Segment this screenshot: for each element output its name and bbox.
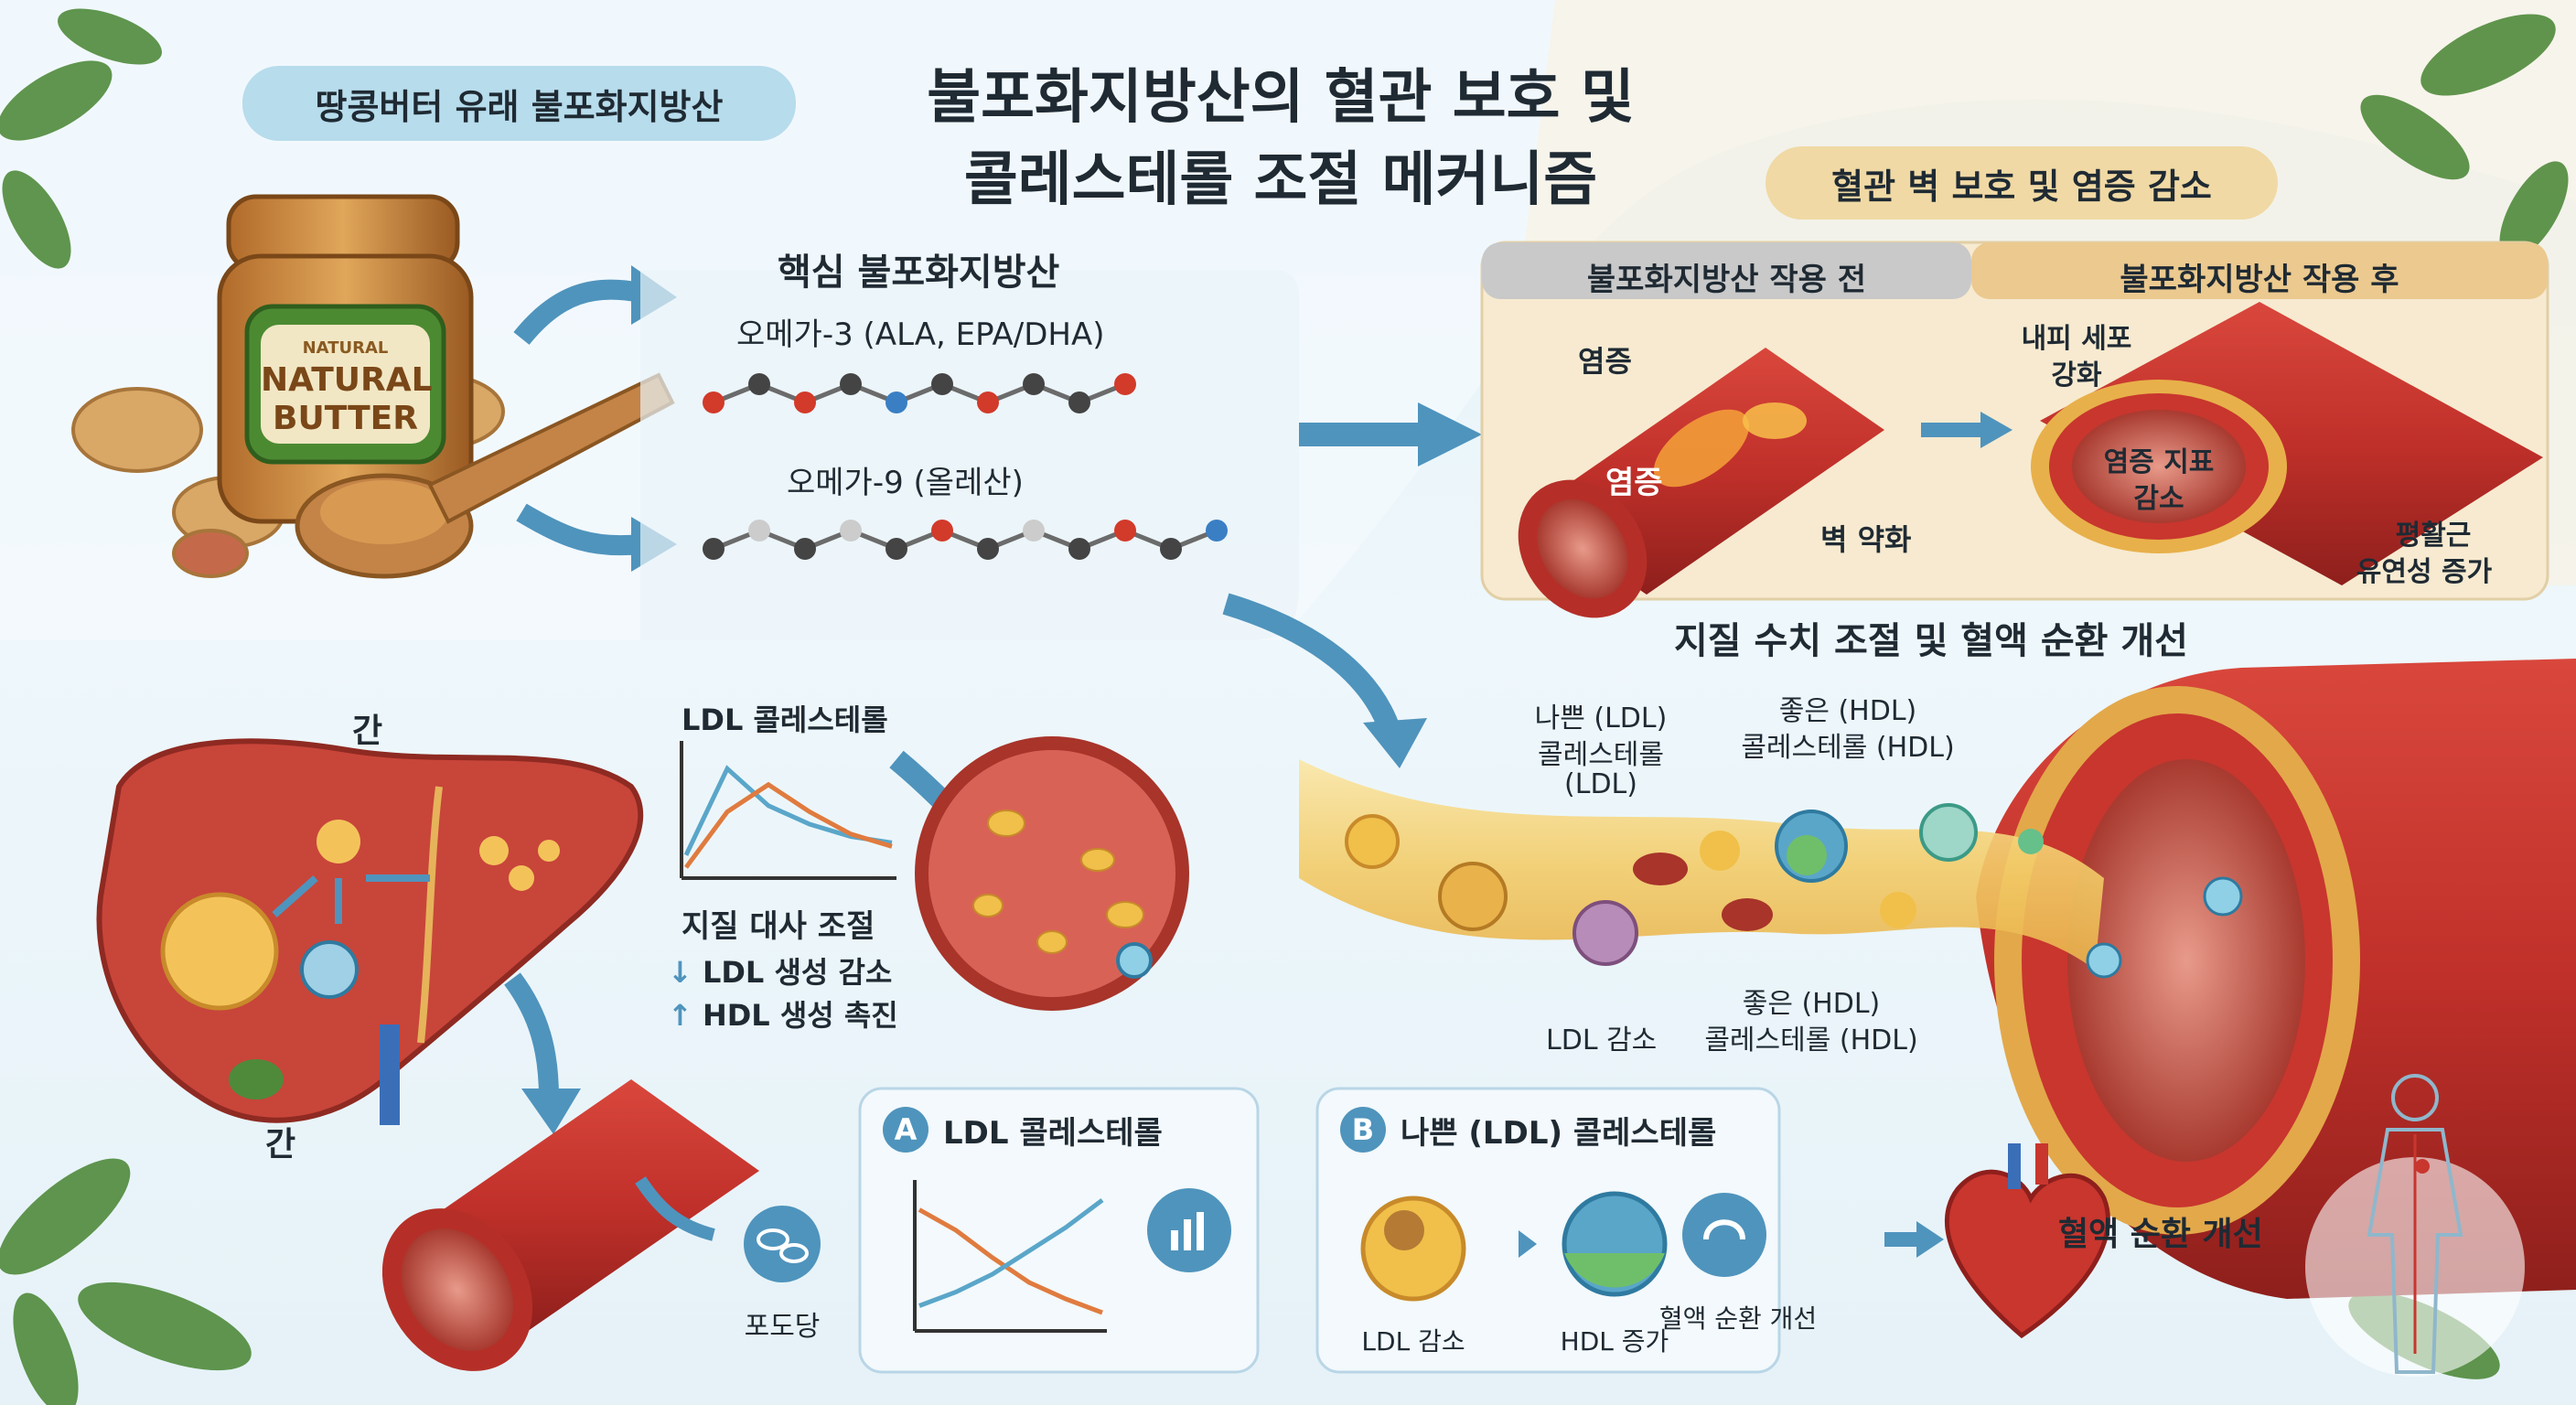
good-hdl-top-line2: 콜레스테롤 (HDL): [1741, 732, 1955, 764]
endothelial-line1: 내피 세포: [2021, 323, 2132, 355]
good-hdl-bottom-line2: 콜레스테롤 (HDL): [1704, 1024, 1918, 1056]
smooth-muscle-line2: 유연성 증가: [2356, 556, 2493, 588]
jar-label-line1: NATURAL: [261, 361, 433, 399]
badge-a: A: [883, 1107, 928, 1153]
glucose-label: 포도당: [744, 1311, 821, 1343]
inflammation-top-label: 염증: [1578, 344, 1632, 379]
circulation-label: 혈액 순환 개선: [2058, 1216, 2263, 1253]
down-arrow-icon: ↓: [668, 955, 692, 990]
bad-ldl-line2: 콜레스테롤: [1538, 739, 1664, 771]
source-tag: 땅콩버터 유래 불포화지방산: [242, 66, 796, 141]
hdl-gen-up: ↑ HDL 생성 촉진: [668, 992, 898, 1035]
lipid-section-heading: 지질 수치 조절 및 혈액 순환 개선: [1674, 620, 2188, 662]
jar-label-small: NATURAL: [302, 338, 389, 358]
jar-label-line2: BUTTER: [273, 400, 418, 437]
liver-label-bottom: 간: [265, 1126, 296, 1164]
bad-ldl-line1: 나쁜 (LDL): [1534, 702, 1668, 735]
marker-down-line2: 감소: [2133, 483, 2184, 515]
box-a-title: LDL 콜레스테롤: [943, 1114, 1163, 1152]
ldl-chart-title: LDL 콜레스테롤: [682, 702, 888, 737]
after-header: 불포화지방산 작용 후: [2120, 262, 2399, 298]
endothelial-line2: 강화: [2051, 359, 2102, 391]
box-b-ldl-down: LDL 감소: [1361, 1326, 1465, 1357]
page-title-line2: 콜레스테롤 조절 메커니즘: [963, 146, 1598, 214]
box-b-hdl-up: HDL 증가: [1560, 1326, 1669, 1357]
omega3-label: 오메가-3 (ALA, EPA/DHA): [736, 316, 1105, 353]
vessel-protection-tag: 혈관 벽 보호 및 염증 감소: [1766, 146, 2278, 220]
ldl-gen-down: ↓ LDL 생성 감소: [668, 949, 892, 992]
lipid-metabolism-label: 지질 대사 조절: [682, 908, 875, 945]
fatty-acid-heading: 핵심 불포화지방산: [778, 252, 1060, 294]
liver-label-top: 간: [352, 713, 383, 750]
hdl-gen-up-text: HDL 생성 촉진: [702, 998, 898, 1033]
page-title-line1: 불포화지방산의 혈관 보호 및: [927, 64, 1635, 132]
smooth-muscle-line1: 평활근: [2395, 520, 2472, 552]
up-arrow-icon: ↑: [668, 998, 692, 1033]
bad-ldl-line3: (LDL): [1564, 768, 1637, 800]
inflammation-mid-label: 염증: [1605, 465, 1663, 501]
good-hdl-top-line1: 좋은 (HDL): [1778, 695, 1917, 727]
before-header: 불포화지방산 작용 전: [1586, 262, 1867, 298]
marker-down-line1: 염증 지표: [2103, 446, 2215, 478]
box-a-header: A LDL 콜레스테롤: [883, 1107, 1163, 1153]
good-hdl-bottom-line1: 좋은 (HDL): [1742, 988, 1881, 1020]
wall-weak-label: 벽 약화: [1820, 522, 1912, 557]
box-b-title: 나쁜 (LDL) 콜레스테롤: [1401, 1114, 1717, 1152]
ldl-gen-down-text: LDL 생성 감소: [702, 955, 893, 990]
box-b-header: B 나쁜 (LDL) 콜레스테롤: [1340, 1107, 1716, 1153]
ldl-down-label: LDL 감소: [1546, 1024, 1658, 1056]
box-b-circulation: 혈액 순환 개선: [1658, 1303, 1818, 1334]
badge-b: B: [1340, 1107, 1386, 1153]
omega9-label: 오메가-9 (올레산): [787, 465, 1024, 501]
